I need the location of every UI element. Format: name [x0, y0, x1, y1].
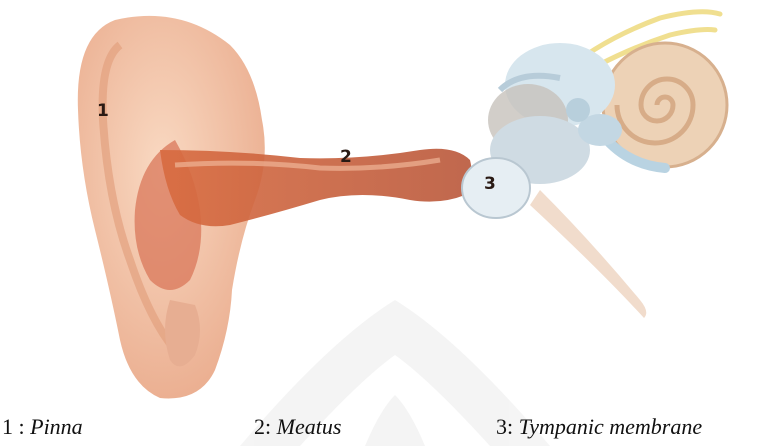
legend-prefix: 1 :: [2, 414, 30, 439]
marker-tympanic-membrane: 3: [484, 174, 496, 194]
legend-term: Pinna: [30, 414, 83, 439]
marker-meatus: 2: [340, 147, 352, 167]
legend-item-meatus: 2: Meatus: [254, 414, 341, 440]
legend-prefix: 3:: [496, 414, 519, 439]
legend-prefix: 2:: [254, 414, 277, 439]
legend-item-pinna: 1 : Pinna: [2, 414, 83, 440]
cochlea: [603, 43, 727, 168]
legend-term: Meatus: [277, 414, 342, 439]
legend-term: Tympanic membrane: [519, 414, 703, 439]
legend-item-tympanic-membrane: 3: Tympanic membrane: [496, 414, 702, 440]
tympanic-membrane-shape: [462, 158, 530, 218]
eustachian-tube: [530, 190, 646, 318]
marker-pinna: 1: [97, 101, 109, 121]
